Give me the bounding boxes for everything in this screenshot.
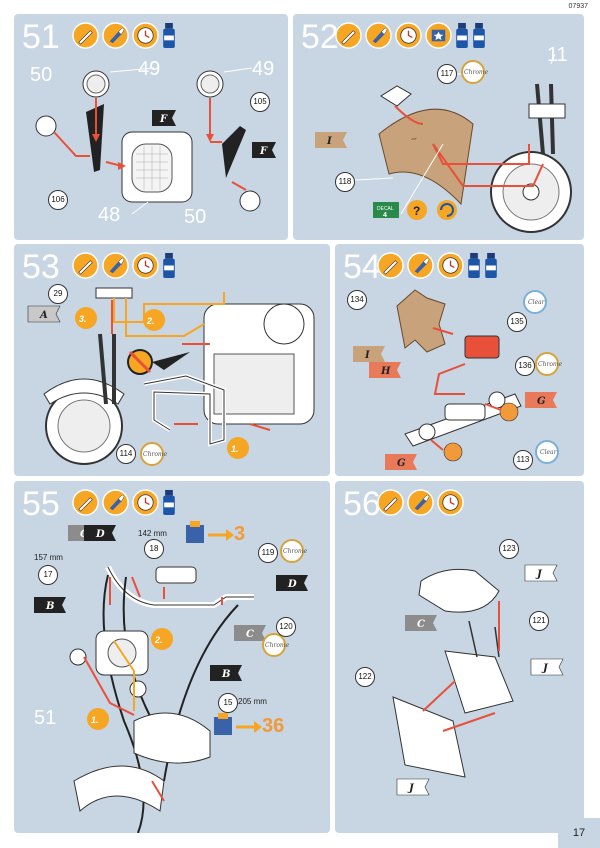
part-number: 113 <box>513 450 533 470</box>
flag-label: B <box>45 601 54 612</box>
reference-step: 36 <box>262 715 285 737</box>
chrome-badge: Chrome <box>265 642 290 649</box>
step-number: 53 <box>22 248 60 286</box>
part-number: 18 <box>144 539 164 559</box>
clear-badge: Clear <box>528 299 546 306</box>
part-number: 17 <box>38 565 58 585</box>
step-52-panel: 52 ~ I DECAL 4 <box>293 14 584 240</box>
part-number: 117 <box>437 64 457 84</box>
step-53-panel: 53 <box>14 244 330 476</box>
flag-label: C <box>417 619 425 630</box>
flag-label: H <box>380 366 391 377</box>
step-51-illustration: F F <box>35 67 276 215</box>
step-51-panel: 51 <box>14 14 288 240</box>
flag-label: B <box>221 669 230 680</box>
dimension-label: 205 mm <box>238 697 267 706</box>
flag-label: J <box>541 663 549 674</box>
flag-label: C <box>246 629 254 640</box>
dimension-label: 157 mm <box>34 553 63 562</box>
part-label-11: 11 <box>547 44 568 66</box>
step-number: 56 <box>343 485 381 523</box>
dimension-label: 142 mm <box>138 529 167 538</box>
chrome-badge: Chrome <box>464 69 489 76</box>
step-53-illustration: A 3. 2. 1. Chrome <box>27 287 315 466</box>
step-54-illustration: I H G G Clear Chrome Clear <box>353 289 563 470</box>
part-label-51: 51 <box>34 707 57 729</box>
substep-label: 3. <box>79 314 87 324</box>
decal-title: DECAL <box>377 206 394 212</box>
flag-label: D <box>287 579 297 590</box>
step-number: 54 <box>343 248 381 286</box>
flag-label: D <box>95 529 105 540</box>
part-number: 118 <box>335 172 355 192</box>
decal-number: 4 <box>383 212 387 219</box>
part-number: 15 <box>218 693 238 713</box>
substep-label: 2. <box>154 635 163 645</box>
chrome-badge: Chrome <box>143 451 168 458</box>
rotate-icon <box>440 203 454 217</box>
flag-label: I <box>364 350 370 361</box>
flag-label: G <box>397 458 406 469</box>
part-number: 135 <box>507 312 527 332</box>
chrome-badge: Chrome <box>538 361 563 368</box>
part-label-50: 50 <box>184 206 207 228</box>
part-number: 114 <box>116 444 136 464</box>
part-label-50: 50 <box>30 64 53 86</box>
flag-label: G <box>537 396 546 407</box>
part-number: 122 <box>355 667 375 687</box>
part-number: 120 <box>276 617 296 637</box>
part-label-48: 48 <box>98 204 121 226</box>
step-54-panel: 54 I H G G <box>335 244 584 476</box>
step-number: 51 <box>22 18 60 56</box>
step-56-panel: 56 J C J J 123 121 122 <box>335 481 584 833</box>
flag-label: J <box>535 569 543 580</box>
flag-label: F <box>259 146 268 157</box>
step-number: 55 <box>22 485 60 523</box>
part-number: 134 <box>347 290 367 310</box>
step-55-panel: 55 <box>14 481 330 833</box>
part-number: 105 <box>250 92 270 112</box>
part-number: 29 <box>48 284 68 304</box>
substep-label: 2. <box>146 316 155 326</box>
document-number: 07937 <box>568 3 588 10</box>
part-label-49: 49 <box>138 58 161 80</box>
step-55-illustration: C D B D C B 1. 2. Chrome Chrome <box>34 521 308 833</box>
part-number: 106 <box>48 190 68 210</box>
part-number: 136 <box>515 356 535 376</box>
substep-label: 1. <box>91 715 99 725</box>
flag-label: F <box>159 114 168 125</box>
page-number: 17 <box>558 818 600 848</box>
flag-label: J <box>407 783 415 794</box>
part-number: 123 <box>499 539 519 559</box>
step-52-illustration: ~ I DECAL 4 ? Chrome <box>315 53 572 233</box>
part-number: 119 <box>258 543 278 563</box>
substep-label: 1. <box>231 444 239 454</box>
question-icon: ? <box>413 204 420 218</box>
chrome-badge: Chrome <box>283 548 308 555</box>
step-number: 52 <box>301 18 339 56</box>
step-56-illustration: J C J J <box>392 564 564 796</box>
part-label-49: 49 <box>252 58 275 80</box>
svg-text:~: ~ <box>410 134 418 144</box>
part-number: 121 <box>529 611 549 631</box>
flag-label: A <box>39 310 48 321</box>
reference-step: 3 <box>234 523 246 545</box>
clear-badge: Clear <box>540 449 558 456</box>
flag-label: I <box>326 136 332 147</box>
